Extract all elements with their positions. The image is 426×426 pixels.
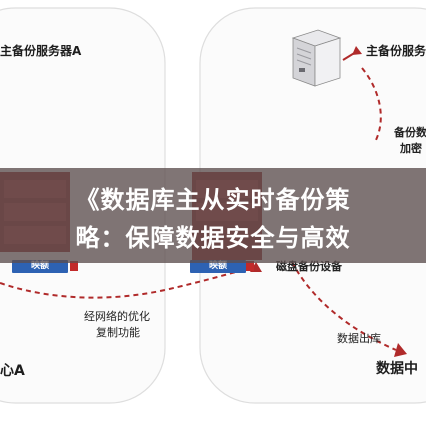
data-out-arrowhead [394, 343, 407, 357]
banner-title-line-2: 略：保障数据安全与高效 [75, 224, 351, 252]
data-out-label: 数据出库 [337, 332, 381, 345]
backup-label-top: 备份数 [394, 126, 426, 139]
backup-label-bottom: 加密 [400, 142, 422, 155]
mirror-tag-left: 映额 [12, 260, 68, 273]
data-center-a-label: 心A [0, 363, 25, 379]
primary-server-a-label: 主备份服务器A [0, 44, 82, 58]
replication-flow-bottom [0, 267, 251, 299]
primary-server-label: 主备份服务器 [366, 44, 426, 58]
data-out-flow [291, 261, 397, 351]
server-icon [291, 29, 342, 87]
connector-right [246, 261, 254, 271]
title-banner: 《数据库主从实时备份策 略：保障数据安全与高效 [0, 168, 426, 263]
disk-backup-label: 磁盘备份设备 [276, 260, 342, 273]
mirror-tag-right: 映额 [190, 260, 246, 273]
banner-title-line-1: 《数据库主从实时备份策 [75, 186, 351, 214]
wan-optimization-label-2: 复制功能 [96, 326, 140, 339]
replication-flow-right [361, 67, 382, 141]
data-center-b-label: 数据中 [376, 361, 418, 377]
connector-left [70, 261, 78, 271]
server-arrow [342, 46, 362, 61]
wan-optimization-label-1: 经网络的优化 [84, 310, 150, 323]
